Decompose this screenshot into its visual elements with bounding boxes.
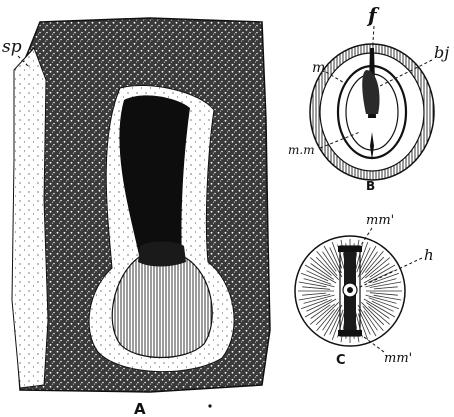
- label-bj: bj: [434, 43, 449, 62]
- label-mm-top: mm': [366, 213, 394, 228]
- caption-b: B: [366, 179, 375, 193]
- label-f: f: [366, 3, 380, 27]
- label-m: m: [312, 60, 325, 76]
- caption-c: C: [336, 353, 346, 368]
- panel-b-oval-section: [310, 44, 434, 180]
- panel-a-specimen: [12, 18, 270, 392]
- caption-a: A: [134, 400, 146, 417]
- label-m-m: m.m: [288, 143, 315, 157]
- label-h: h: [424, 246, 434, 264]
- label-mm-bottom: mm': [384, 351, 412, 366]
- panel-c-round-section: [295, 236, 405, 346]
- label-sp: sp: [2, 37, 22, 57]
